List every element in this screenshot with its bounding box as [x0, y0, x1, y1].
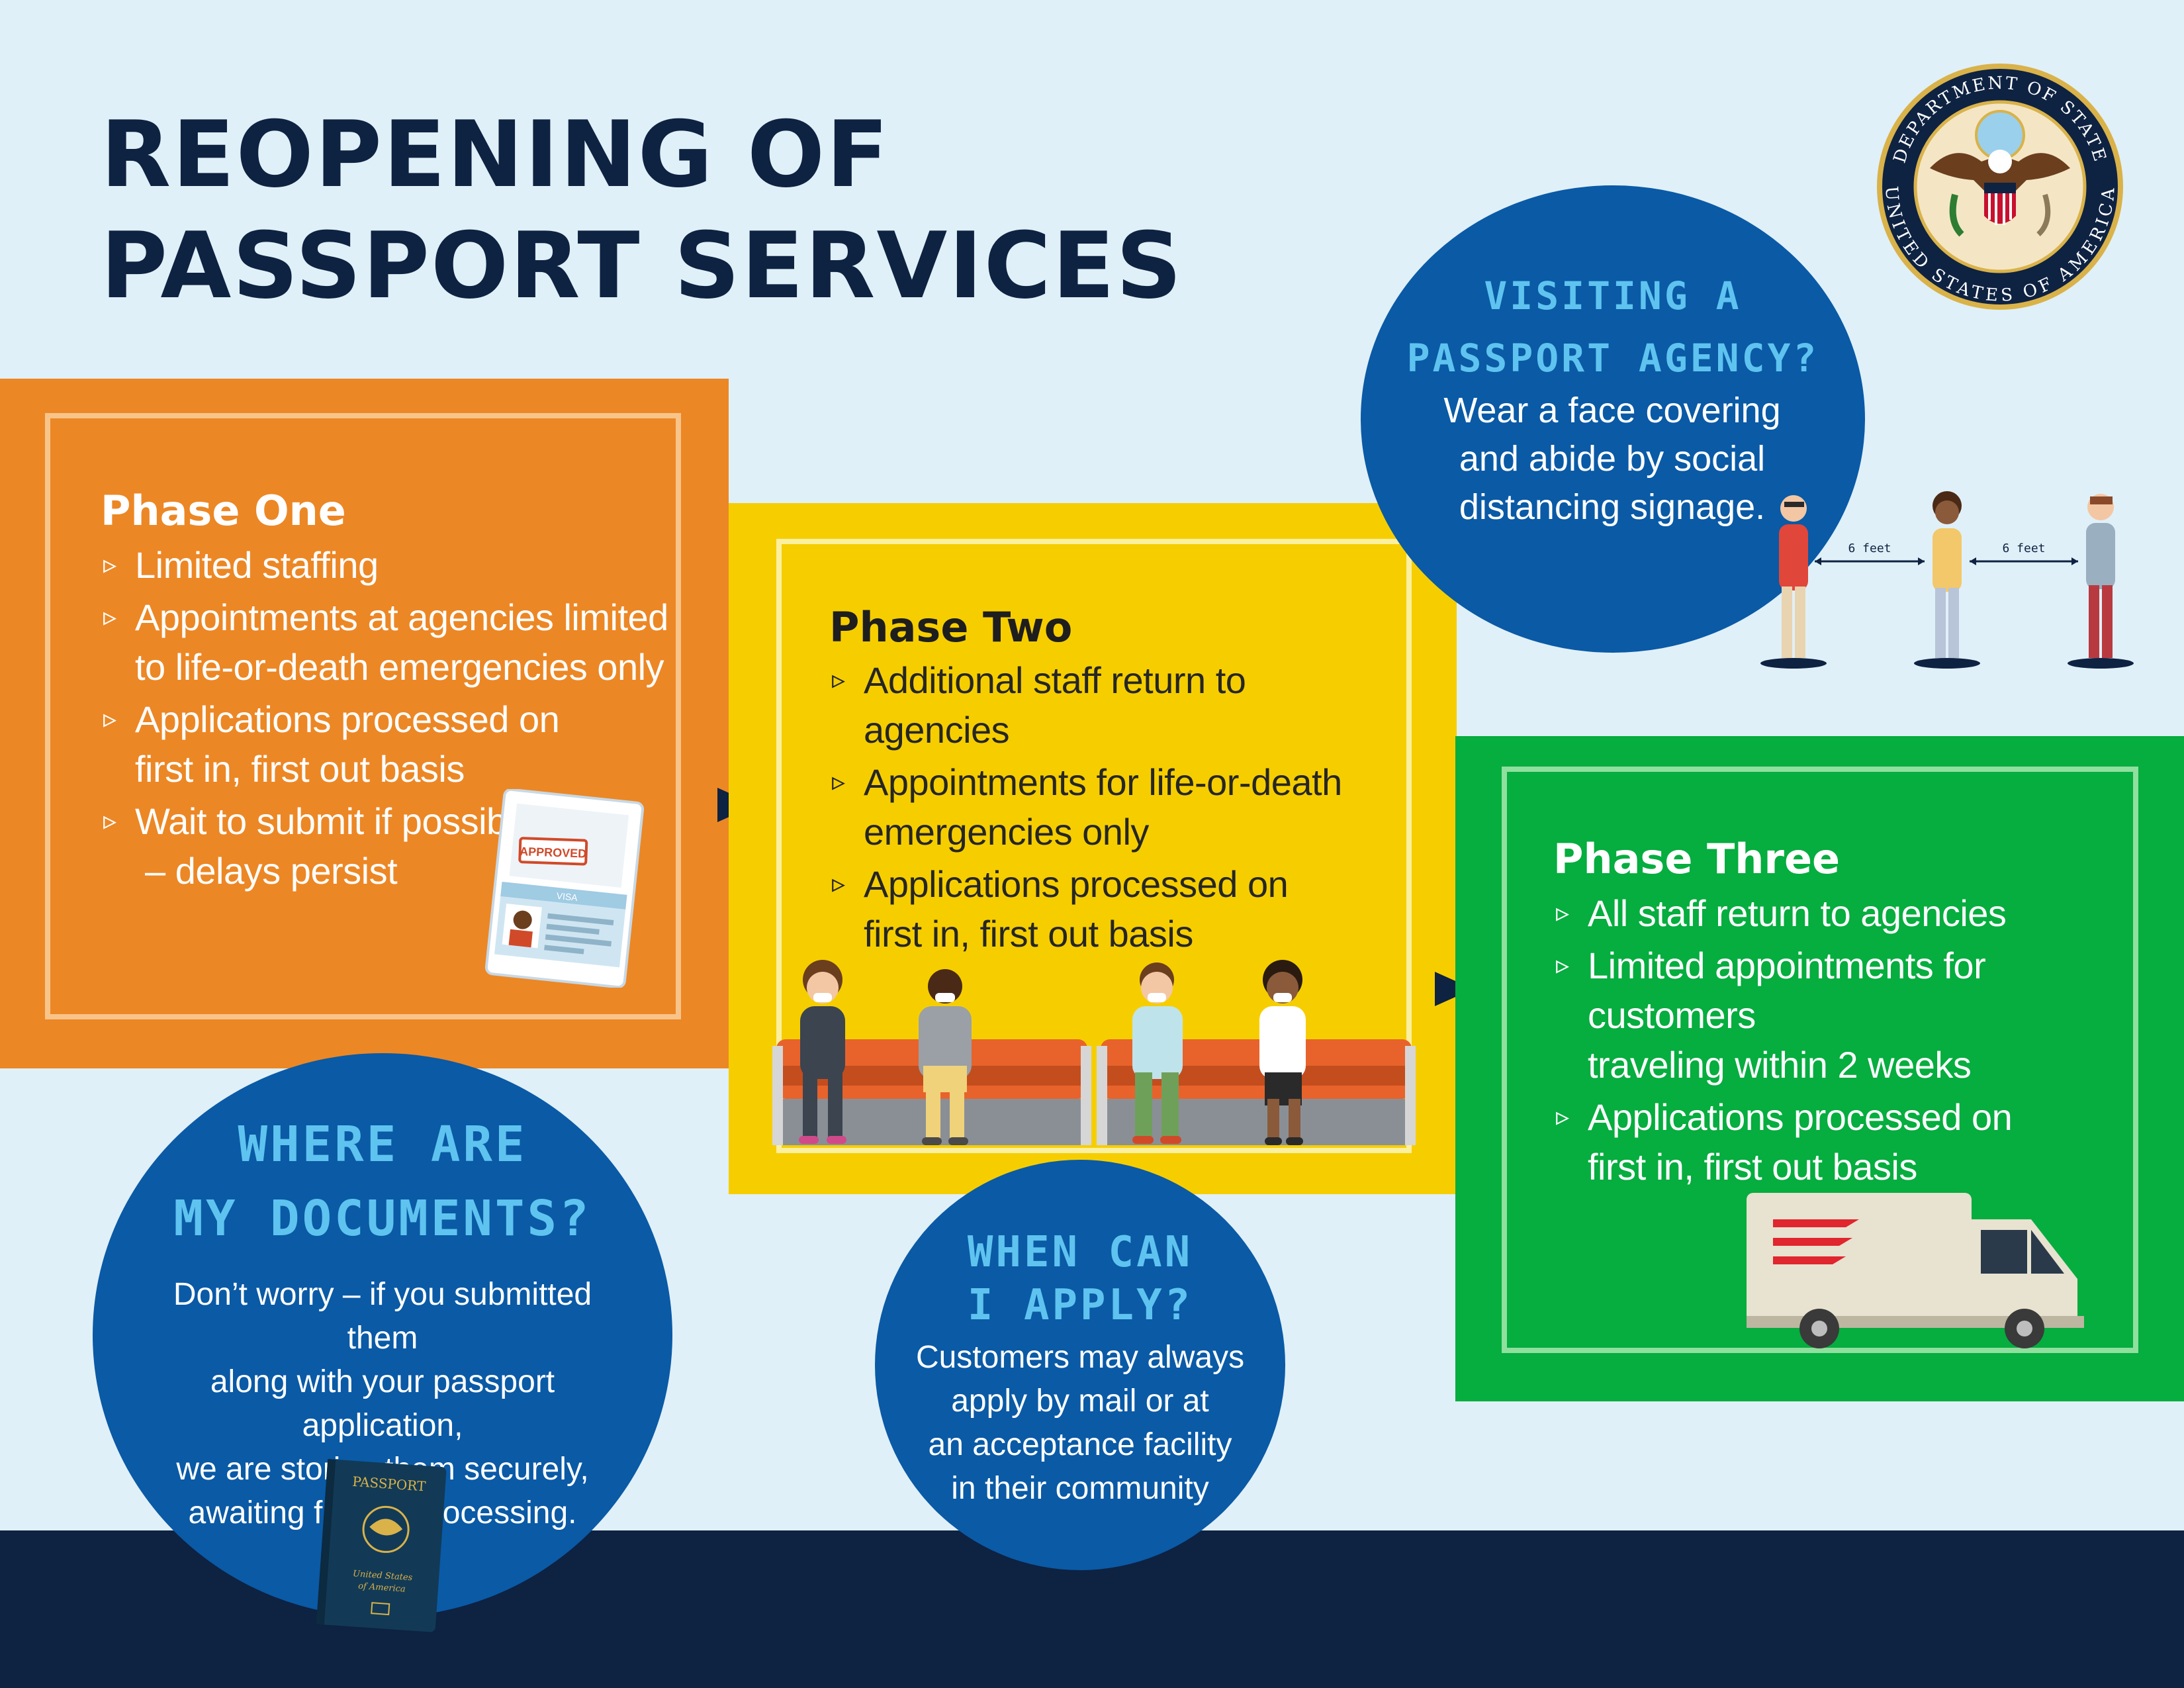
phase-two-list: ▹ Additional staff return to agencies ▹ Ap… — [829, 655, 1398, 961]
list-item-text: Appointments at agencies limited — [135, 596, 668, 638]
passport-book-illustration: PASSPORT United States of America — [308, 1456, 454, 1642]
body-line: distancing signage. — [1459, 487, 1766, 527]
heading-line: MY DOCUMENTS? — [173, 1190, 592, 1247]
list-item-text: All staff return to agencies — [1588, 892, 2007, 934]
list-item-text: Wait to submit if possible — [135, 800, 535, 842]
heading-line: WHEN CAN — [967, 1228, 1193, 1277]
when-apply-bubble: WHEN CAN I APPLY? Customers may always a… — [875, 1160, 1285, 1570]
body-line: and abide by social — [1459, 439, 1766, 479]
body-line: Customers may always — [915, 1340, 1245, 1375]
waiting-room-illustration — [770, 940, 1432, 1152]
list-item-text: Applications processed on — [864, 863, 1289, 905]
list-item-text: emergencies only — [864, 811, 1149, 853]
heading-line: WHERE ARE — [238, 1116, 527, 1173]
list-item: ▹ Limited staffing — [101, 540, 670, 590]
triangle-bullet-icon: ▹ — [103, 602, 116, 632]
list-item: ▹ Appointments for life-or-death emergenci… — [829, 757, 1398, 857]
triangle-bullet-icon: ▹ — [832, 869, 845, 898]
documents-heading: WHERE ARE MY DOCUMENTS? — [93, 1107, 672, 1256]
distance-label: 6 feet — [1848, 541, 1891, 555]
list-item: ▹ Applications processed on first in, firs… — [829, 859, 1398, 959]
heading-line: I APPLY? — [967, 1281, 1193, 1330]
list-item-text: Appointments for life-or-death — [864, 761, 1342, 803]
triangle-bullet-icon: ▹ — [832, 665, 845, 694]
list-item-text: first in, first out basis — [1588, 1146, 1917, 1188]
body-line: an acceptance facility — [928, 1427, 1232, 1462]
approved-stamp-text: APPROVED — [520, 845, 587, 861]
body-line: Don’t worry – if you submitted them — [173, 1277, 592, 1356]
triangle-bullet-icon: ▹ — [103, 704, 116, 733]
list-item: ▹ Applications processed on first in, firs… — [1553, 1092, 2149, 1192]
phase-three-frame — [1502, 767, 2138, 1353]
title-line-2: PASSPORT SERVICES — [101, 212, 1183, 319]
list-item: ▹ Additional staff return to agencies — [829, 655, 1398, 755]
list-item-text: to life-or-death emergencies only — [135, 646, 664, 688]
list-item-text: Limited appointments for customers — [1588, 945, 1986, 1036]
list-item: ▹ Wait to submit if possible – delays per… — [101, 796, 670, 896]
triangle-bullet-icon: ▹ — [1556, 898, 1569, 927]
list-item-text: Applications processed on — [135, 698, 560, 740]
visiting-agency-body: Wear a face covering and abide by social… — [1400, 387, 1824, 532]
triangle-bullet-icon: ▹ — [103, 806, 116, 835]
distance-label: 6 feet — [2002, 541, 2045, 555]
phase-one-frame — [45, 413, 681, 1019]
list-item: ▹ Applications processed on first in, firs… — [101, 694, 670, 794]
passport-book-subtitle: United States — [353, 1569, 413, 1583]
body-line: Wear a face covering — [1443, 391, 1781, 430]
list-item-text: Limited staffing — [135, 544, 379, 586]
phase-two-title: Phase Two — [829, 603, 1073, 651]
passport-book-subtitle: of America — [358, 1581, 406, 1595]
visiting-agency-heading: VISITING A PASSPORT AGENCY? — [1361, 265, 1865, 389]
phase-three-list: ▹ All staff return to agencies ▹ Limited a… — [1553, 888, 2149, 1194]
delivery-van-illustration — [1733, 1186, 2104, 1352]
list-item-text: Additional staff return to agencies — [864, 659, 1246, 751]
list-item-text: first in, first out basis — [864, 913, 1193, 955]
phase-three-title: Phase Three — [1553, 835, 1841, 883]
when-apply-body: Customers may always apply by mail or at… — [901, 1336, 1259, 1511]
list-item-text: first in, first out basis — [135, 748, 465, 790]
list-item: ▹ All staff return to agencies — [1553, 888, 2149, 938]
phase-one-list: ▹ Limited staffing ▹ Appointments at agenc… — [101, 540, 670, 898]
heading-line: PASSPORT AGENCY? — [1406, 336, 1819, 381]
visa-label: VISA — [556, 890, 578, 903]
phase-three-panel: Phase Three ▹ All staff return to agencie… — [1455, 736, 2184, 1401]
when-apply-heading: WHEN CAN I APPLY? — [875, 1226, 1285, 1332]
list-item: ▹ Appointments at agencies limited to life… — [101, 592, 670, 692]
title-line-1: REOPENING OF — [101, 101, 890, 208]
triangle-bullet-icon: ▹ — [1556, 1102, 1569, 1131]
triangle-bullet-icon: ▹ — [103, 550, 116, 579]
phase-one-title: Phase One — [101, 487, 346, 535]
body-line: apply by mail or at — [951, 1383, 1209, 1419]
social-distancing-illustration: 6 feet 6 feet — [1747, 487, 2144, 673]
phase-one-panel: Phase One ▹ Limited staffing ▹ Appointment… — [0, 379, 729, 1068]
phase-two-frame — [776, 539, 1412, 1153]
triangle-bullet-icon: ▹ — [1556, 951, 1569, 980]
department-of-state-seal: DEPARTMENT OF STATE UNITED STATES OF AME… — [1876, 62, 2124, 311]
list-item: ▹ Limited appointments for customers trave… — [1553, 941, 2149, 1090]
list-item-text: Applications processed on — [1588, 1096, 2013, 1138]
triangle-bullet-icon: ▹ — [832, 767, 845, 796]
body-line: in their community — [951, 1471, 1209, 1506]
body-line: along with your passport application, — [210, 1364, 555, 1443]
heading-line: VISITING A — [1484, 273, 1742, 318]
visiting-agency-bubble: VISITING A PASSPORT AGENCY? Wear a face … — [1361, 185, 1865, 653]
phase-two-panel: Phase Two ▹ Additional staff return to ag… — [729, 503, 1457, 1194]
page-title: REOPENING OF PASSPORT SERVICES — [101, 99, 1183, 322]
list-item-text: – delays persist — [135, 850, 398, 892]
approved-visa-illustration: APPROVED VISA — [482, 788, 647, 989]
list-item-text: traveling within 2 weeks — [1588, 1044, 1972, 1086]
